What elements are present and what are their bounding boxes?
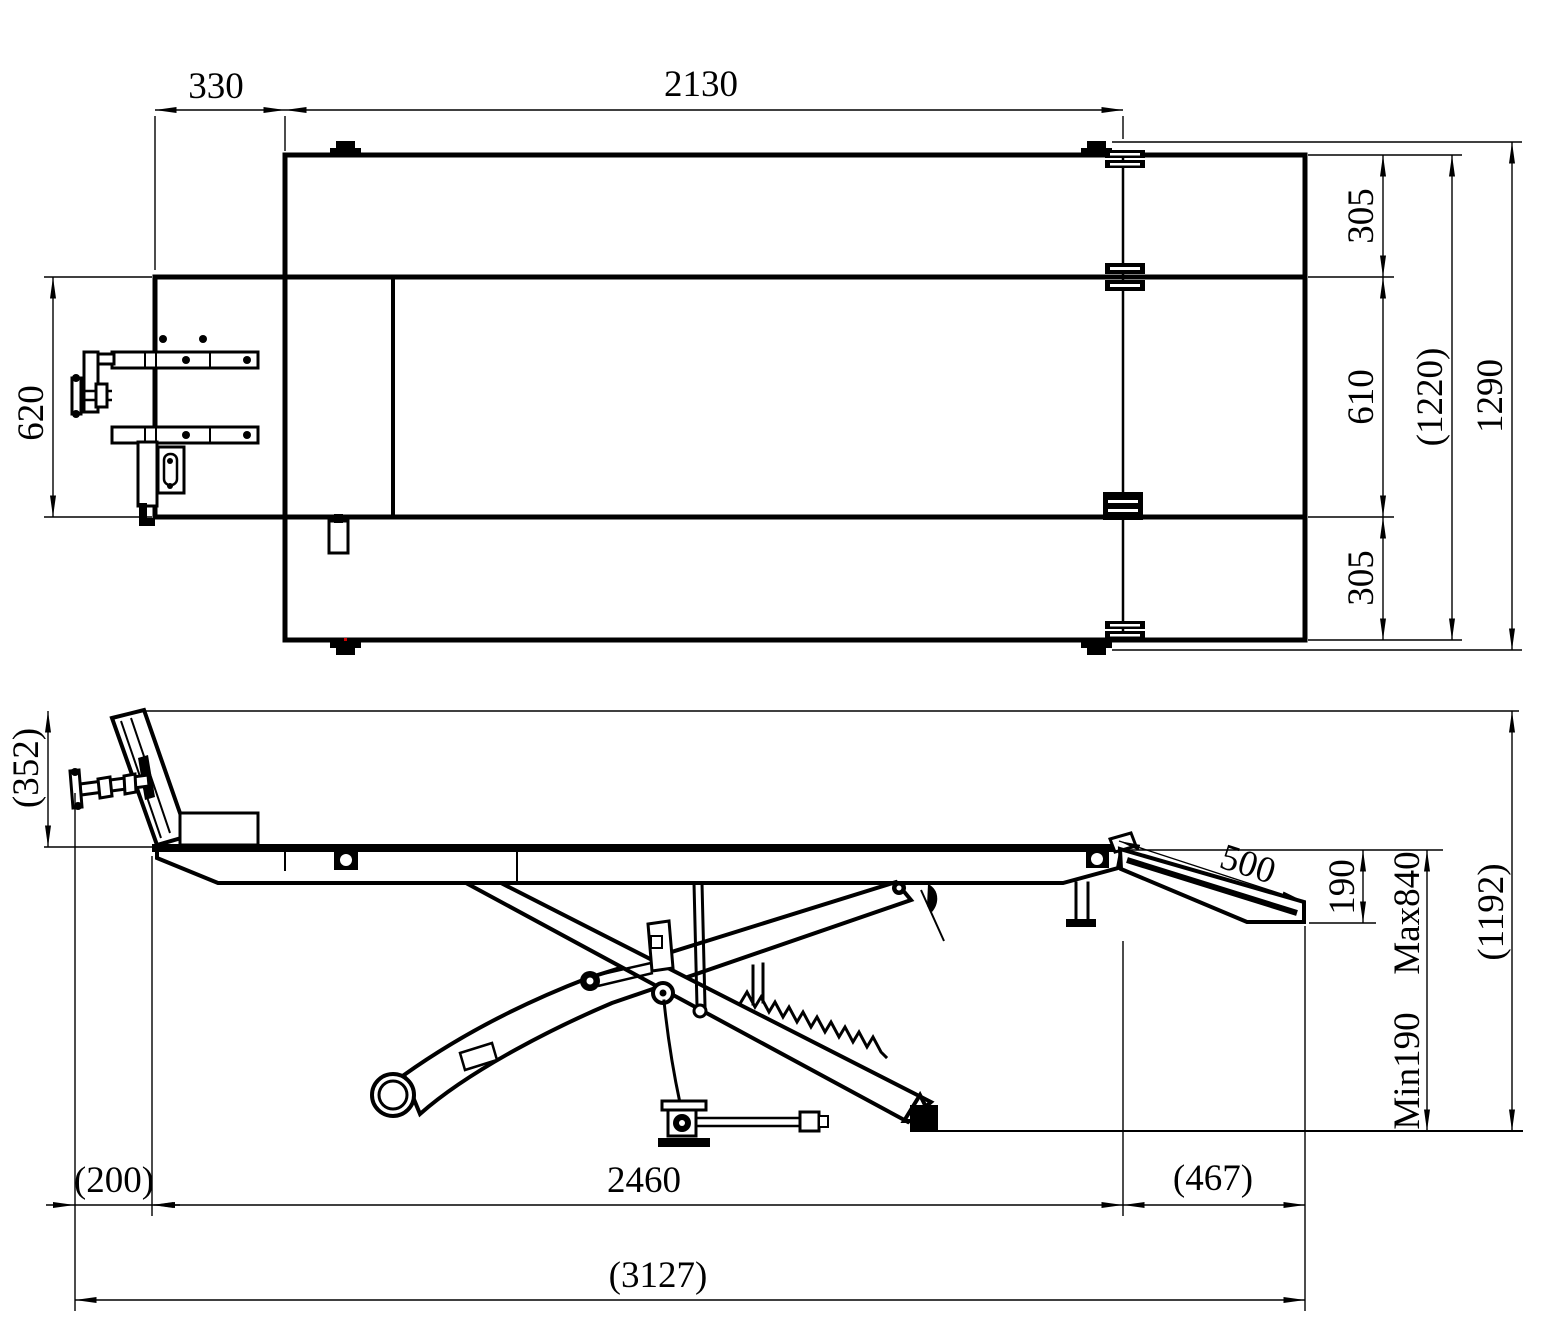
dim-label-352: (352) [6, 728, 47, 808]
dim-label-200: (200) [74, 1160, 154, 1201]
arm-plate [458, 1041, 499, 1072]
dim-label-1290: 1290 [1470, 359, 1511, 433]
dim-label-2130: 2130 [664, 64, 738, 105]
table-frame [155, 849, 1124, 885]
rear-support-leg [1066, 881, 1096, 927]
dim-label-1192: (1192) [1471, 863, 1512, 960]
top-view-dimensions: 330 2130 620 305 610 305 (1220) 1290 [11, 64, 1522, 651]
dim-label-305-top: 305 [1341, 188, 1382, 244]
dim-label-2460: 2460 [607, 1160, 681, 1201]
scissor-arm-curved [401, 879, 915, 1118]
dim-label-1220: (1220) [1410, 348, 1451, 447]
wheel-clamp-assembly [70, 335, 350, 555]
table-surface [152, 844, 1122, 852]
dim-label-620: 620 [11, 385, 52, 441]
release-handle [798, 1110, 821, 1133]
dim-label-max840: Max840 [1387, 851, 1428, 974]
dim-label-467: (467) [1173, 1158, 1253, 1199]
safety-latch [927, 884, 938, 912]
scissor-mechanism [370, 879, 938, 1132]
dim-label-190: 190 [1322, 859, 1363, 915]
clamp-screw [68, 768, 151, 810]
side-view: (352) 500 190 Max840 Min190 (1192) (200)… [6, 707, 1523, 1311]
ratchet-rack [738, 988, 889, 1060]
side-view-dimensions: (352) 500 190 Max840 Min190 (1192) (200)… [6, 710, 1519, 1311]
wheel-chock [178, 811, 260, 847]
dim-label-305-bottom: 305 [1341, 550, 1382, 606]
dim-label-3127: (3127) [609, 1255, 708, 1296]
dim-label-min190: Min190 [1387, 1012, 1428, 1129]
platform-outline [282, 152, 1308, 643]
mount-tabs [330, 141, 1112, 655]
top-view: 330 2130 620 305 610 305 (1220) 1290 [11, 64, 1522, 655]
hinge-plates [1103, 150, 1145, 639]
dim-label-330: 330 [188, 66, 244, 107]
dim-label-610: 610 [1341, 369, 1382, 425]
foot-pump [658, 999, 829, 1147]
scissor-arm-straight [465, 881, 935, 1125]
cad-artifact-dot [344, 638, 347, 641]
